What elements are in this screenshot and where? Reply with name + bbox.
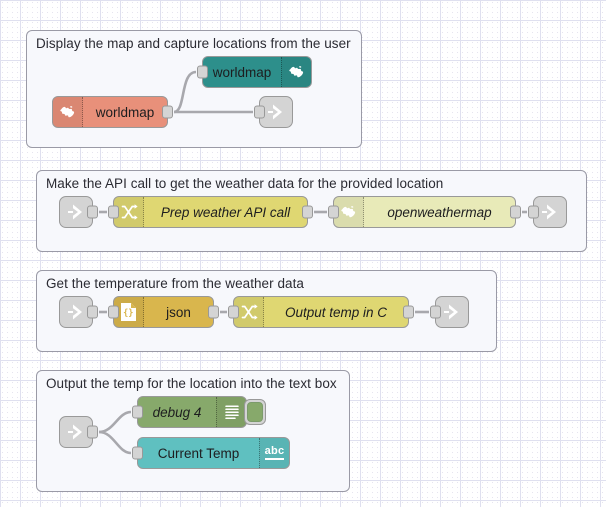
node-link-out-api[interactable] (528, 196, 567, 228)
node-link-in-output[interactable] (59, 416, 98, 448)
node-worldmap-out[interactable]: worldmap (197, 56, 312, 88)
node-label: Prep weather API call (160, 204, 291, 220)
node-input-port[interactable] (430, 305, 441, 319)
globe-icon (334, 197, 364, 227)
function-icon (114, 197, 144, 227)
globe-icon (281, 57, 311, 87)
debug-toggle-button[interactable] (244, 399, 266, 425)
globe-icon (53, 97, 83, 127)
node-link-in-api[interactable] (59, 196, 98, 228)
node-input-port[interactable] (197, 65, 208, 79)
group-display-map[interactable]: Display the map and capture locations fr… (26, 30, 362, 148)
group-title: Get the temperature from the weather dat… (46, 276, 304, 291)
node-link-out-map[interactable] (254, 96, 293, 128)
node-output-temp-in-c[interactable]: Output temp in C (228, 296, 414, 328)
node-prep-weather-api-call[interactable]: Prep weather API call (108, 196, 313, 228)
node-debug-4[interactable]: debug 4 (132, 396, 266, 428)
node-output-port[interactable] (87, 305, 98, 319)
group-title: Output the temp for the location into th… (46, 376, 337, 391)
node-input-port[interactable] (528, 205, 539, 219)
debug-toggle-indicator (247, 402, 263, 422)
debug-lines-icon (216, 397, 246, 427)
node-output-port[interactable] (510, 205, 521, 219)
abc-icon: abc (259, 438, 289, 468)
link-in-icon (68, 424, 82, 440)
node-input-port[interactable] (254, 105, 265, 119)
node-output-port[interactable] (302, 205, 313, 219)
node-input-port[interactable] (132, 446, 143, 460)
json-icon: {} (114, 297, 144, 327)
node-json[interactable]: {} json (108, 296, 219, 328)
node-output-port[interactable] (403, 305, 414, 319)
link-in-icon (68, 204, 82, 220)
node-output-port[interactable] (87, 425, 98, 439)
node-input-port[interactable] (108, 305, 119, 319)
group-title: Display the map and capture locations fr… (36, 36, 351, 51)
node-label: worldmap (212, 64, 272, 80)
node-worldmap-in[interactable]: worldmap (52, 96, 173, 128)
node-current-temp[interactable]: Current Temp abc (132, 437, 290, 469)
link-out-icon (268, 104, 282, 120)
svg-text:{}: {} (123, 309, 133, 319)
node-label: worldmap (95, 104, 155, 120)
node-output-port[interactable] (87, 205, 98, 219)
node-input-port[interactable] (228, 305, 239, 319)
node-output-port[interactable] (208, 305, 219, 319)
link-out-icon (444, 304, 458, 320)
node-link-in-temp[interactable] (59, 296, 98, 328)
node-link-out-temp[interactable] (430, 296, 469, 328)
link-in-icon (68, 304, 82, 320)
function-icon (234, 297, 264, 327)
node-input-port[interactable] (328, 205, 339, 219)
node-label: debug 4 (152, 404, 202, 420)
node-label: Output temp in C (284, 304, 388, 320)
node-label: Current Temp (157, 445, 240, 461)
node-input-port[interactable] (132, 405, 143, 419)
link-out-icon (542, 204, 556, 220)
node-output-port[interactable] (162, 105, 173, 119)
node-openweathermap[interactable]: openweathermap (328, 196, 521, 228)
group-title: Make the API call to get the weather dat… (46, 176, 444, 191)
node-input-port[interactable] (108, 205, 119, 219)
node-label: openweathermap (387, 204, 492, 220)
node-label: json (166, 304, 191, 320)
